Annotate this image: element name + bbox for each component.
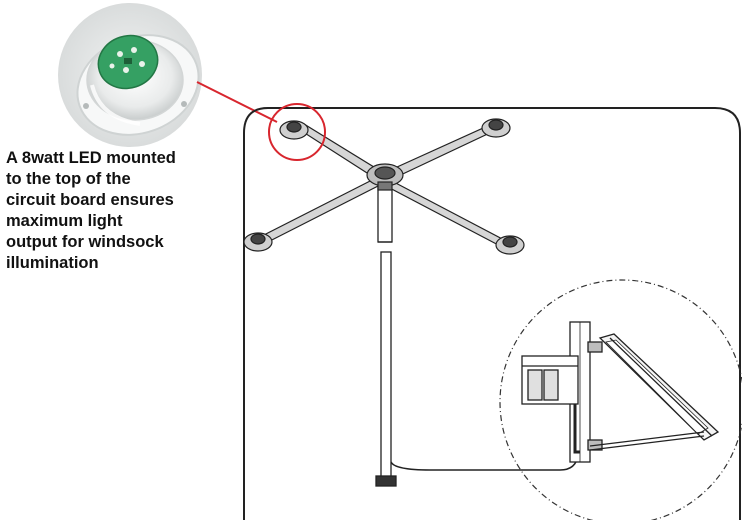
detail-circle [499, 279, 742, 520]
hub [366, 163, 404, 191]
pole [375, 185, 397, 487]
diagram-frame [243, 107, 741, 520]
caption-line: illumination [6, 254, 99, 272]
led-description: A 8watt LED mounted to the top of the ci… [0, 140, 245, 274]
led-lamp-icon [58, 3, 202, 147]
cross-arms [257, 123, 509, 249]
solar-panel-icon [521, 321, 720, 463]
led-fixture-bottom-left [243, 232, 273, 252]
caption-line: circuit board ensures [6, 191, 174, 209]
caption-line: A 8watt LED mounted [6, 149, 176, 167]
caption-line: to the top of the [6, 170, 131, 188]
caption-line: output for windsock [6, 233, 164, 251]
callout-line [196, 81, 278, 123]
led-fixture-top-right [481, 118, 511, 138]
caption-line: maximum light [6, 212, 123, 230]
callout-circle [268, 103, 326, 161]
led-fixture-top-left [279, 120, 309, 140]
led-fixture-bottom-right [495, 235, 525, 255]
power-cable [390, 419, 581, 471]
